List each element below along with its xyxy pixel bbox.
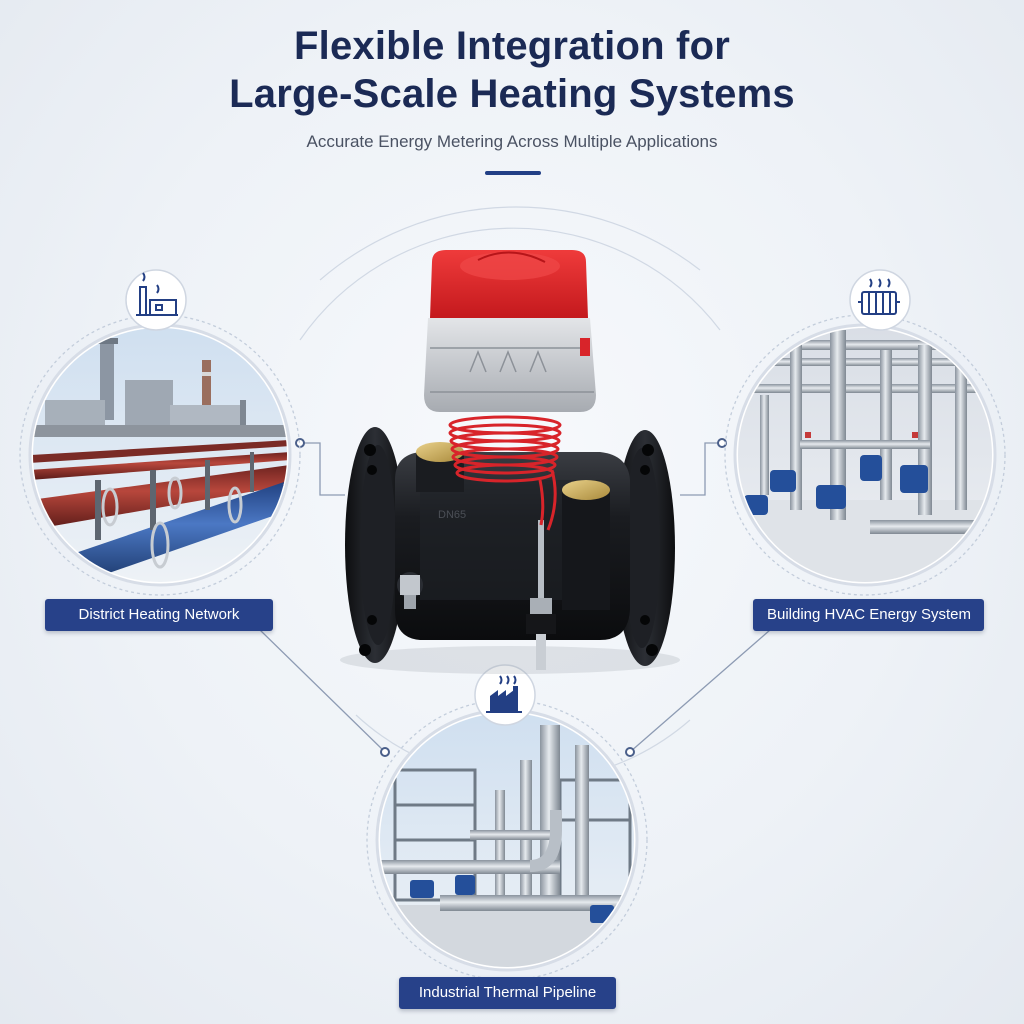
page-title: Flexible Integration for Large-Scale Hea…	[0, 22, 1024, 118]
title-line-2: Large-Scale Heating Systems	[229, 72, 795, 116]
connector-lines	[259, 442, 771, 753]
hvac-energy-label: Building HVAC Energy System	[753, 599, 984, 631]
title-line-1: Flexible Integration for	[294, 24, 730, 68]
heat-meter-product: DN65	[340, 250, 680, 674]
hvac-photo	[724, 269, 1006, 596]
power-plant-icon	[136, 272, 178, 316]
body-marking: DN65	[438, 509, 466, 521]
district-heating-photo	[19, 269, 301, 596]
district-heating-label: District Heating Network	[45, 599, 273, 631]
title-underline	[485, 171, 541, 175]
radiator-icon	[858, 278, 900, 315]
page-subtitle: Accurate Energy Metering Across Multiple…	[306, 132, 718, 151]
factory-icon	[486, 675, 522, 713]
industrial-pipeline-label: Industrial Thermal Pipeline	[399, 977, 616, 1009]
industrial-photo	[366, 664, 648, 981]
